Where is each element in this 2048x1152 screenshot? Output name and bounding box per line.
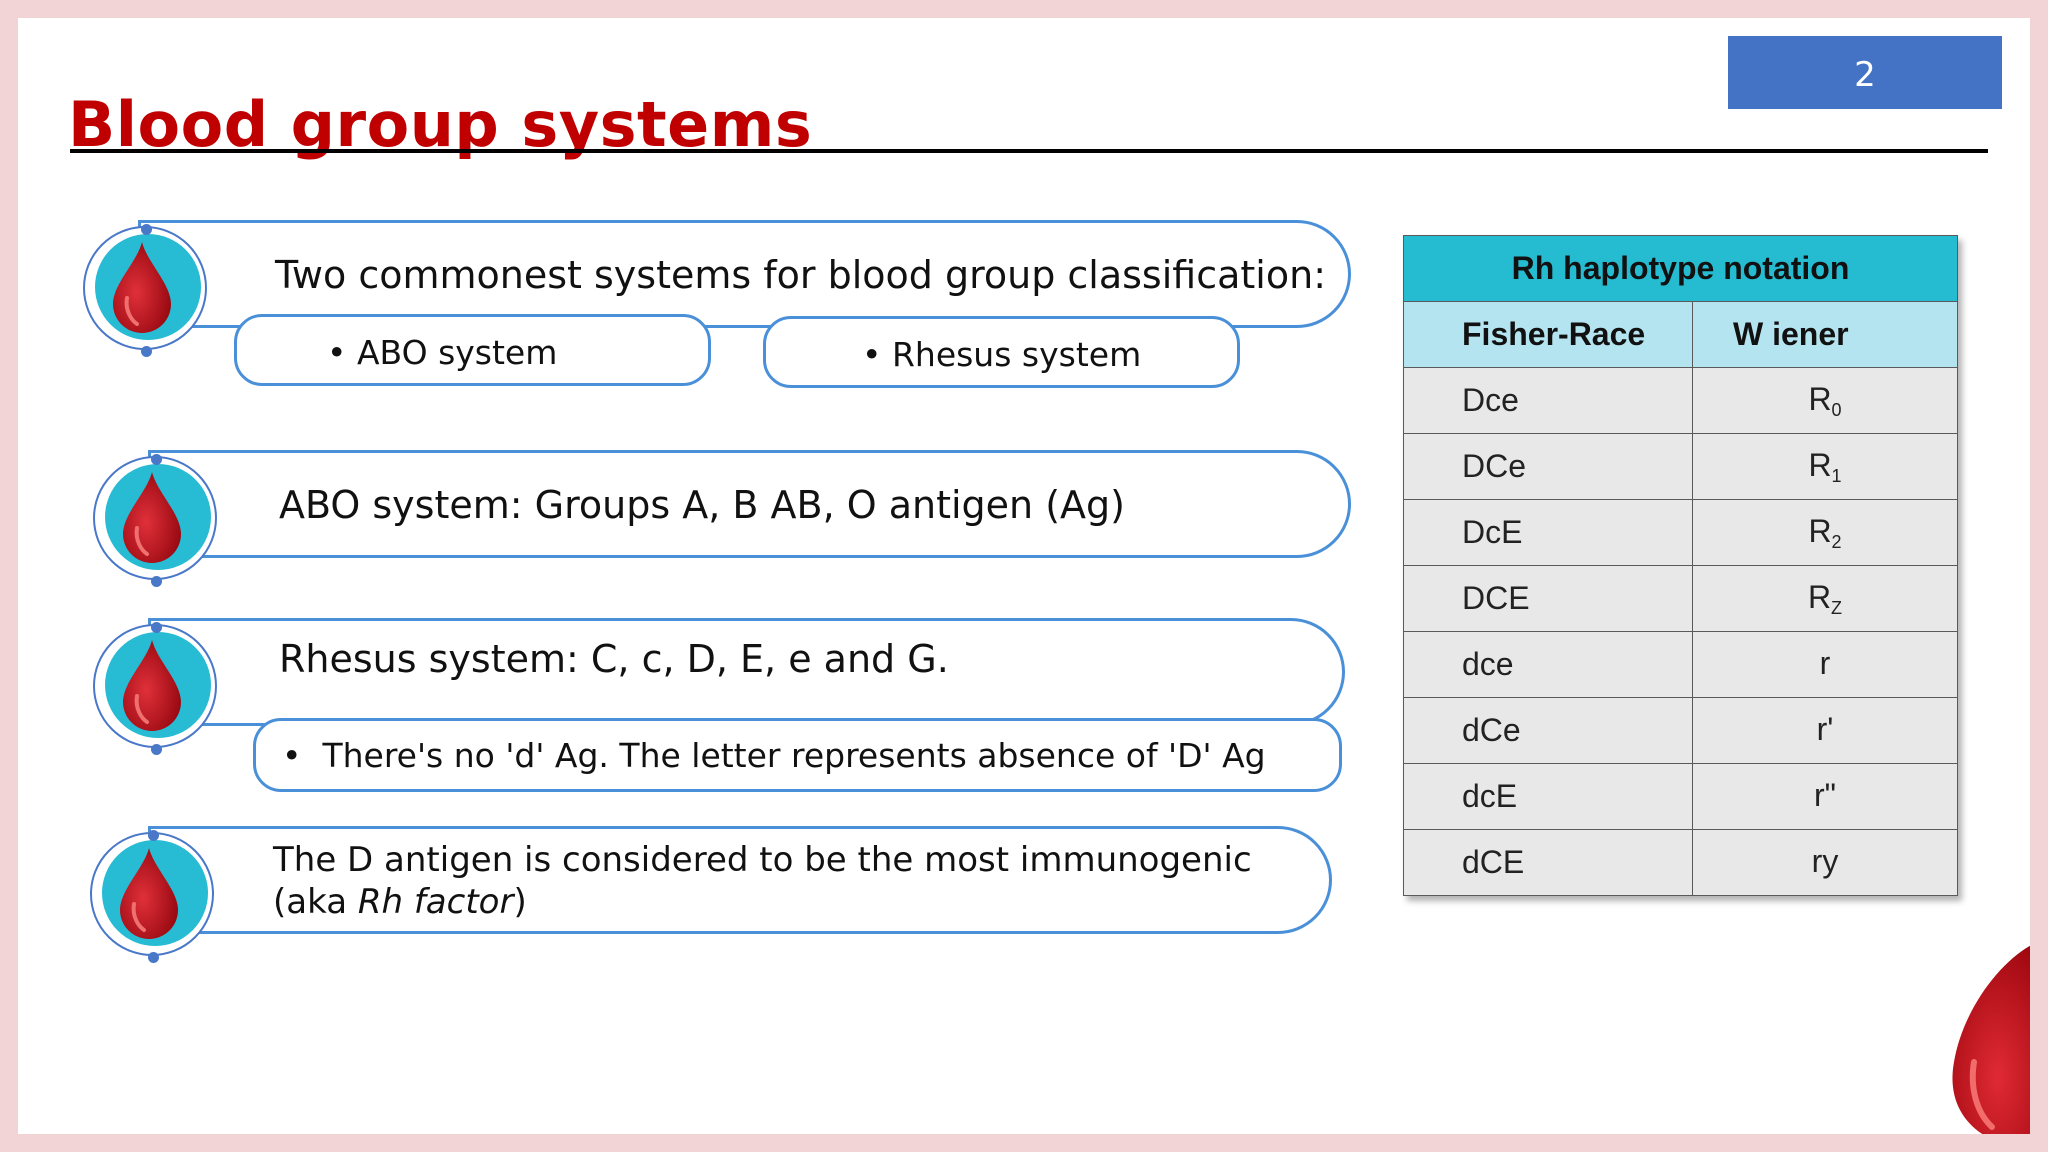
fisher-race-cell: DCE [1403,565,1693,632]
corner-blood-drop-icon [1952,945,2030,1134]
wiener-cell: r [1692,631,1958,698]
no-d-antigen-note: There's no 'd' Ag. The letter represents… [322,736,1266,775]
point-3-pill: Rhesus system: C, c, D, E, e and G. [148,618,1345,726]
blood-drop-icon [120,848,178,939]
rhesus-system-label: Rhesus system [891,335,1142,374]
column-header-wiener: W iener [1692,301,1958,368]
fisher-race-cell: DCe [1403,433,1693,500]
point-4-pill: The D antigen is considered to be the mo… [148,826,1332,934]
wiener-cell: r" [1692,763,1958,830]
abo-system-label: ABO system [356,333,558,372]
fisher-race-cell: dcE [1403,763,1693,830]
wiener-cell: R2 [1692,499,1958,566]
fisher-race-cell: DcE [1403,499,1693,566]
blood-drop-icon [123,472,181,563]
wiener-cell: R1 [1692,433,1958,500]
fisher-race-cell: dCe [1403,697,1693,764]
point-4-line-2: (aka Rh factor) [273,882,527,922]
page-number-badge: 2 [1728,36,2002,109]
point-4-line-1: The D antigen is considered to be the mo… [273,840,1252,880]
title-divider [70,149,1988,153]
wiener-cell: RZ [1692,565,1958,632]
point-1-badge [83,224,207,357]
point-4-badge [90,830,214,963]
point-2-badge [93,454,217,587]
point-1-text: Two commonest systems for blood group cl… [275,253,1326,297]
point-3-sub: • There's no 'd' Ag. The letter represen… [253,718,1342,792]
slide: Blood group systems 2 Two commonest syst… [18,18,2030,1134]
table-caption: Rh haplotype notation [1403,235,1958,302]
point-3-text: Rhesus system: C, c, D, E, e and G. [279,637,949,681]
wiener-cell: r' [1692,697,1958,764]
fisher-race-cell: Dce [1403,367,1693,434]
point-1-sub-a: • ABO system [234,314,711,386]
point-1-sub-b: • Rhesus system [763,316,1240,388]
rh-factor-term: Rh factor [357,882,514,922]
slide-title: Blood group systems [68,88,813,161]
blood-drop-icon [123,640,181,731]
wiener-cell: ry [1692,829,1958,896]
point-1-pill: Two commonest systems for blood group cl… [138,220,1351,328]
point-2-text: ABO system: Groups A, B AB, O antigen (A… [279,483,1125,527]
fisher-race-cell: dCE [1403,829,1693,896]
column-header-fisher-race: Fisher-Race [1403,301,1693,368]
blood-drop-icon [113,242,171,333]
fisher-race-cell: dce [1403,631,1693,698]
rh-haplotype-table: Rh haplotype notation Fisher-Race W iene… [1403,235,1958,896]
point-2-pill: ABO system: Groups A, B AB, O antigen (A… [148,450,1351,558]
point-3-badge [93,622,217,755]
wiener-cell: R0 [1692,367,1958,434]
